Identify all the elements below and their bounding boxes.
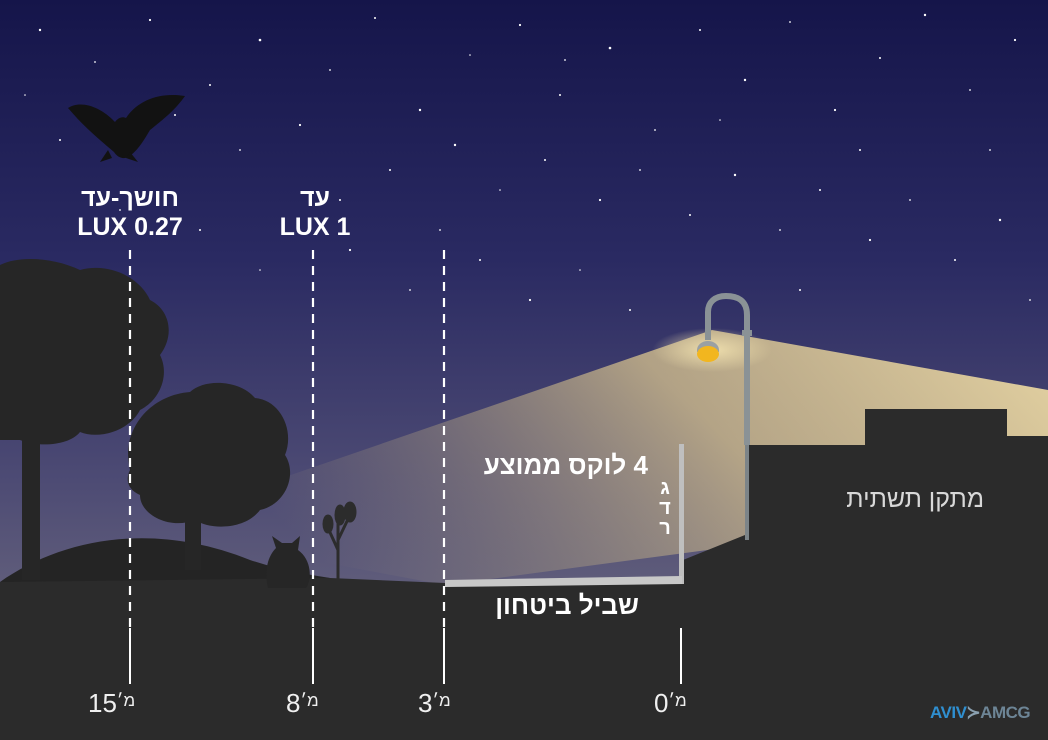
owl-icon: [68, 94, 185, 162]
distance-unit: מ׳: [432, 691, 451, 710]
distance-label-0m: מ׳0: [654, 690, 687, 716]
distance-label-15m: מ׳15: [88, 690, 135, 716]
company-logo: AVIV≻AMCG: [930, 703, 1031, 723]
distance-label-8m: מ׳8: [286, 690, 319, 716]
stars: [24, 13, 1031, 311]
plant: [322, 501, 357, 580]
light-beam: [160, 330, 1048, 585]
dark-zone-label: חושך-עד LUX 0.27: [60, 186, 200, 240]
hill: [0, 538, 330, 582]
fence-wall: [679, 444, 684, 584]
distance-ticks: [129, 628, 682, 684]
distance-label-3m: מ׳3: [418, 690, 451, 716]
safety-path-label: שביל ביטחון: [495, 590, 639, 620]
fence-letter: ד: [659, 497, 671, 519]
logo-part-aviv: AVIV: [930, 703, 967, 722]
fence-label: ג ד ר: [655, 478, 675, 538]
infrastructure-label: מתקן תשתית: [846, 485, 984, 513]
logo-part-amcg: AMCG: [980, 703, 1031, 722]
distance-value: 3: [418, 688, 433, 718]
distance-value: 15: [88, 688, 117, 718]
distance-unit: מ׳: [116, 691, 136, 710]
dark-zone-title: חושך-עד: [81, 184, 179, 212]
distance-unit: מ׳: [668, 691, 687, 710]
tree-large: [0, 258, 169, 580]
moon-zone-title: עד: [299, 184, 330, 212]
lux-average-label: 4 לוקס ממוצע: [483, 450, 648, 480]
moon-zone-label: עד LUX 1: [265, 186, 365, 240]
lamp-bulb: [697, 346, 719, 362]
distance-unit: מ׳: [300, 691, 319, 710]
moon-zone-lux: LUX 1: [279, 213, 351, 241]
logo-arrow-icon: ≻: [966, 703, 981, 722]
street-lamp: [697, 292, 752, 540]
ground: [0, 409, 1048, 740]
dark-zone-lux: LUX 0.27: [77, 213, 183, 241]
fence-letter: ר: [659, 517, 671, 539]
distance-value: 8: [286, 688, 301, 718]
tree-round: [127, 382, 291, 570]
cat-icon: [266, 536, 310, 588]
distance-value: 0: [654, 688, 669, 718]
fence-letter: ג: [660, 477, 670, 499]
safety-path: [445, 576, 682, 587]
